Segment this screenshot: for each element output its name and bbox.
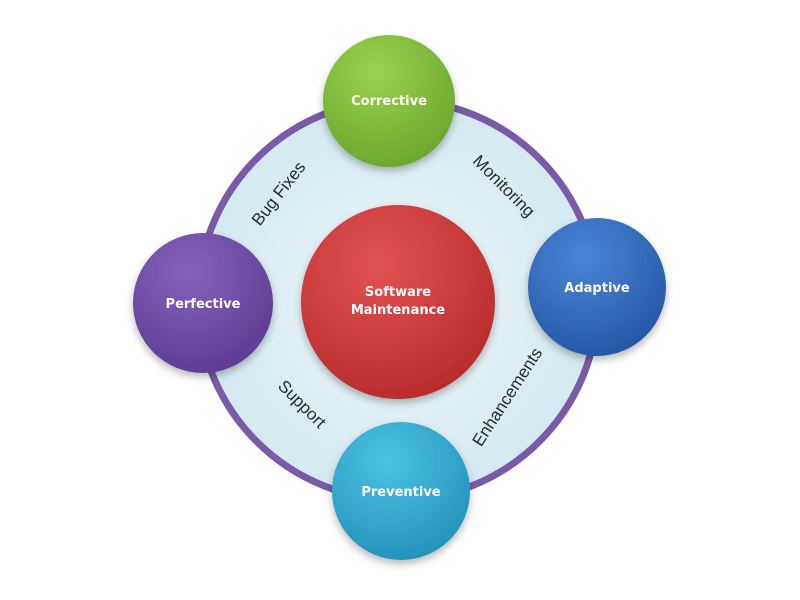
node-corrective: Corrective [323,35,455,167]
center-node-label-line1: Software [365,285,431,300]
node-adaptive-label: Adaptive [564,281,630,296]
center-node-circle [301,205,495,399]
node-perfective: Perfective [133,233,273,373]
node-adaptive-circle [528,218,666,356]
node-preventive: Preventive [332,422,470,560]
node-perfective-label: Perfective [166,297,241,312]
center-node: Software Maintenance [301,205,495,399]
node-corrective-label: Corrective [351,94,427,109]
node-perfective-circle [133,233,273,373]
center-node-label-line2: Maintenance [351,303,445,318]
node-corrective-circle [323,35,455,167]
node-adaptive: Adaptive [528,218,666,356]
node-preventive-label: Preventive [361,485,440,500]
node-preventive-circle [332,422,470,560]
